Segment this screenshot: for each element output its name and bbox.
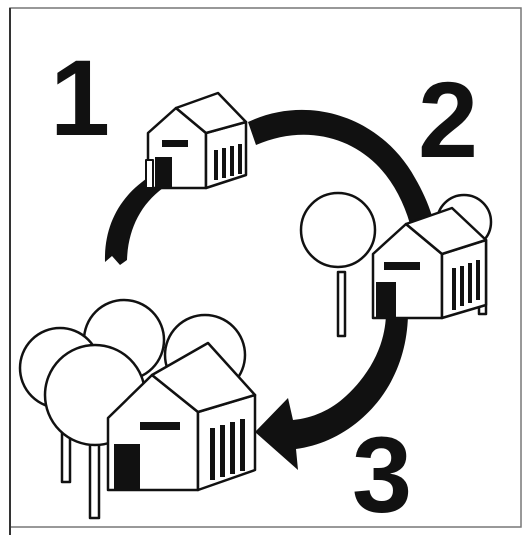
small-house-icon <box>146 93 246 188</box>
step-number-3: 3 <box>352 414 412 535</box>
house-with-trees-icon <box>301 193 491 336</box>
step-number-1: 1 <box>50 37 110 158</box>
large-house-with-trees-icon <box>20 300 255 518</box>
step-number-2: 2 <box>418 59 478 180</box>
